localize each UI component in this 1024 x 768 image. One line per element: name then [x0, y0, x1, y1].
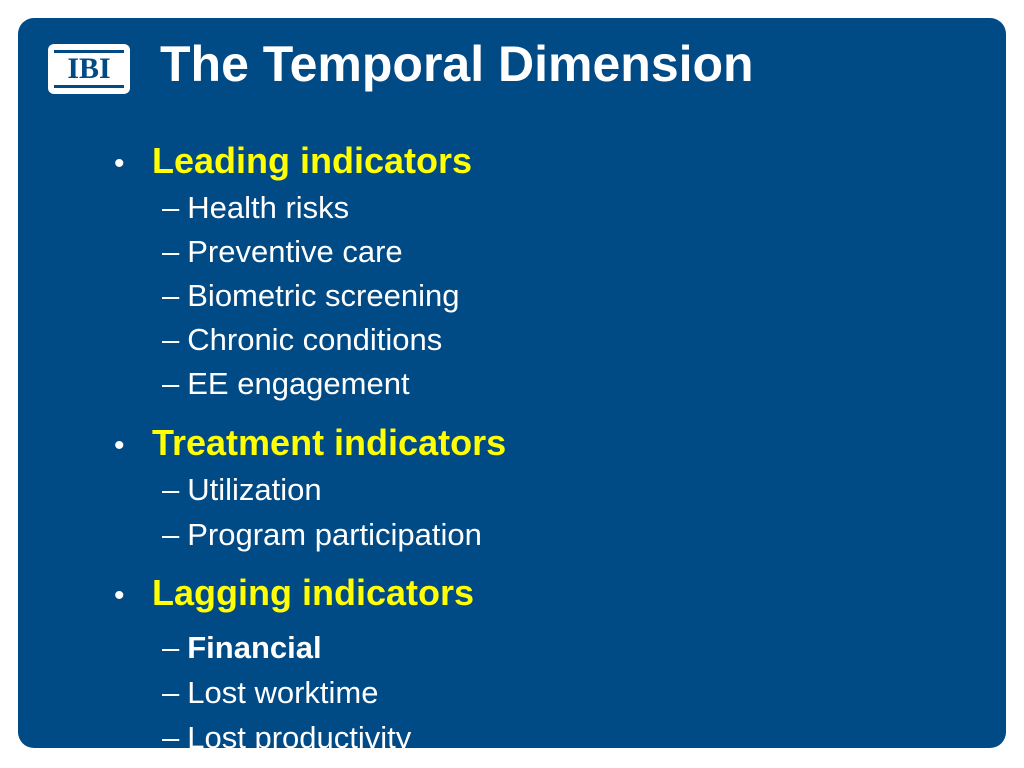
section-heading-treatment: • Treatment indicators: [114, 422, 506, 464]
bullet-icon: •: [114, 579, 125, 612]
dash-icon: –: [162, 720, 180, 748]
list-item: –Financial: [162, 630, 322, 665]
list-item: –Health risks: [162, 190, 350, 225]
dash-icon: –: [162, 190, 180, 225]
list-item: –Biometric screening: [162, 278, 460, 313]
list-item: –Chronic conditions: [162, 322, 443, 357]
list-item: –Lost worktime: [162, 675, 379, 710]
section-heading-text: Lagging indicators: [152, 572, 475, 613]
list-item: –Program participation: [162, 517, 482, 552]
dash-icon: –: [162, 472, 180, 507]
dash-icon: –: [162, 675, 180, 710]
list-item: –Lost productivity: [162, 720, 411, 748]
list-item: –Preventive care: [162, 234, 403, 269]
slide-title: The Temporal Dimension: [160, 36, 754, 92]
ibi-logo: IBI: [48, 44, 130, 94]
list-item: –Utilization: [162, 472, 322, 507]
bullet-icon: •: [114, 429, 125, 462]
ibi-logo-frame: IBI: [54, 50, 124, 88]
slide: IBI The Temporal Dimension • Leading ind…: [18, 18, 1006, 748]
list-item: –EE engagement: [162, 366, 410, 401]
dash-icon: –: [162, 322, 180, 357]
dash-icon: –: [162, 278, 180, 313]
section-heading-leading: • Leading indicators: [114, 140, 472, 182]
section-heading-text: Treatment indicators: [152, 422, 507, 463]
slide-content: • Leading indicators –Health risks –Prev…: [18, 18, 1006, 748]
section-heading-text: Leading indicators: [152, 140, 473, 181]
dash-icon: –: [162, 366, 180, 401]
dash-icon: –: [162, 517, 180, 552]
section-heading-lagging: • Lagging indicators: [114, 572, 474, 614]
dash-icon: –: [162, 234, 180, 269]
bullet-icon: •: [114, 147, 125, 180]
dash-icon: –: [162, 630, 180, 665]
ibi-logo-text: IBI: [67, 52, 111, 85]
